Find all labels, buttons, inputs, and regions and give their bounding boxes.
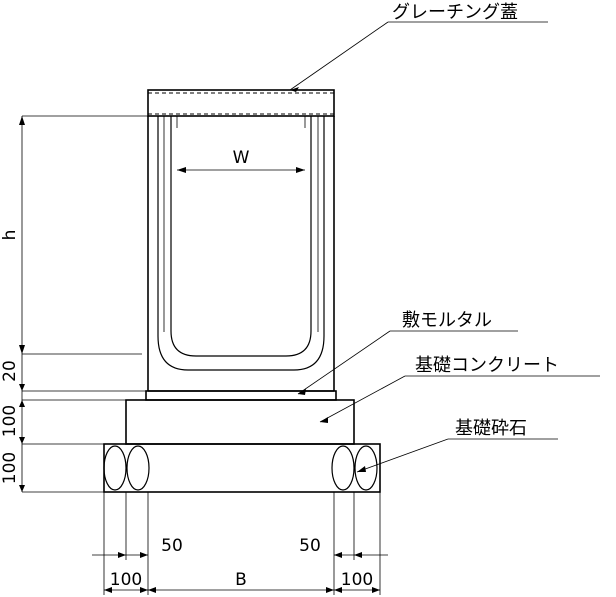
left-offset-label: 50 <box>161 536 183 556</box>
base-concrete-layer <box>125 399 355 445</box>
bed-mortar-layer <box>145 390 337 401</box>
inner-width-dimension: W <box>177 148 305 173</box>
mortar-thickness-label: 20 <box>0 360 20 382</box>
right-offset-label: 50 <box>299 536 321 556</box>
base-concrete-label: 基礎コンクリート <box>415 355 559 376</box>
inner-width-label: W <box>233 148 250 168</box>
bed-mortar-leader: 敷モルタル <box>297 310 518 395</box>
left-vertical-dimensions: h 20 100 100 <box>0 115 148 493</box>
base-gravel-label: 基礎砕石 <box>455 418 527 439</box>
bed-mortar-label: 敷モルタル <box>402 310 492 331</box>
concrete-thickness-label: 100 <box>0 405 20 437</box>
height-dimension-label: h <box>0 230 20 241</box>
base-width-label: B <box>235 570 247 590</box>
base-gravel-layer <box>103 443 381 493</box>
right-width-label: 100 <box>341 570 373 590</box>
bottom-horizontal-dimensions: 50 50 100 B 100 <box>92 492 388 595</box>
base-gravel-leader: 基礎砕石 <box>356 418 558 473</box>
base-concrete-leader: 基礎コンクリート <box>319 355 600 423</box>
grating-lid-label: グレーチング蓋 <box>392 2 518 23</box>
grating-lid-leader: グレーチング蓋 <box>289 2 548 92</box>
grating-lid <box>147 89 335 117</box>
left-width-label: 100 <box>110 570 142 590</box>
gravel-thickness-label: 100 <box>0 452 20 484</box>
